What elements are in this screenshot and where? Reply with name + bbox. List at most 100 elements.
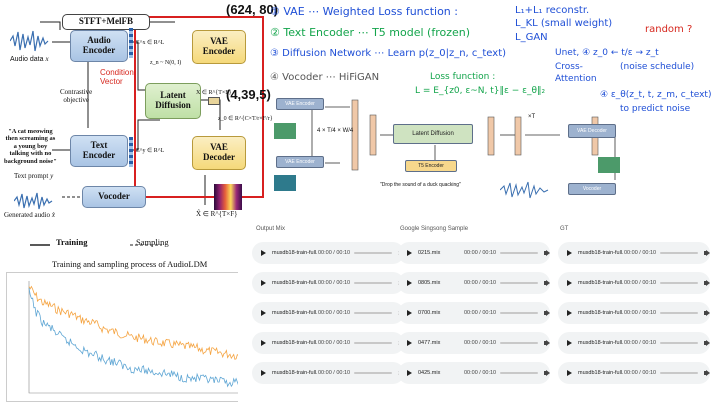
t5-encoder-box: T5 Encoder (405, 160, 457, 172)
track-time: 00:00 / 00:10 (318, 280, 351, 286)
note-loss-label: Loss function : (430, 72, 496, 82)
volume-icon[interactable] (704, 280, 710, 286)
zn-label: z_n ~ N(0, I) (150, 60, 182, 66)
seek-bar[interactable] (500, 282, 538, 284)
note-loss-eq: L = E_{z0, ε~N, t}‖ε − ε_θ‖₂ (415, 86, 546, 96)
audio-player[interactable]: musdb18-train-full...00:00 / 00:10 (558, 302, 710, 324)
volume-icon[interactable] (704, 310, 710, 316)
loss-chart-panel (6, 272, 246, 402)
track-name: musdb18-train-full... (578, 340, 624, 346)
seek-bar[interactable] (354, 342, 392, 344)
audio-player[interactable]: musdb18-train-full...00:00 / 00:10 (558, 362, 710, 384)
seek-bar[interactable] (354, 312, 392, 314)
audio-encoder-box: Audio Encoder (70, 30, 128, 62)
track-name: 0700.mix (418, 310, 441, 316)
note-cross: Cross- (555, 62, 583, 72)
volume-icon[interactable] (544, 310, 550, 316)
vocoder-pipeline-box: Vocoder (568, 183, 616, 195)
play-icon[interactable] (567, 340, 572, 346)
volume-icon[interactable] (544, 370, 550, 376)
volume-icon[interactable] (704, 370, 710, 376)
audio-player[interactable]: musdb18-train-full...00:00 / 00:10 (558, 242, 710, 264)
play-icon[interactable] (261, 340, 266, 346)
seek-bar[interactable] (660, 312, 698, 314)
seek-bar[interactable] (354, 252, 392, 254)
pipeline-output-waveform-icon (500, 181, 549, 199)
track-time: 00:00 / 00:10 (318, 370, 351, 376)
play-icon[interactable] (567, 310, 572, 316)
track-time: 00:00 / 00:10 (624, 280, 657, 286)
audio-player[interactable]: musdb18-train-full...00:00 / 00:10 (252, 332, 404, 354)
loss-chart (28, 281, 241, 394)
track-time: 00:00 / 00:10 (318, 250, 351, 256)
vae-encoder-box: VAE Encoder (192, 30, 246, 64)
note-unet: Unet, ④ z_0 ← t/ε → z_t (555, 48, 659, 58)
track-time: 00:00 / 00:10 (624, 370, 657, 376)
legend-training: Training (56, 237, 88, 247)
volume-icon[interactable] (704, 250, 710, 256)
seek-bar[interactable] (660, 282, 698, 284)
audio-waveform-icon (10, 30, 49, 52)
seek-bar[interactable] (354, 372, 392, 374)
note-diffusion: ③ Diffusion Network ⋯ Learn p(z_0|z_n, c… (270, 48, 507, 59)
audio-player[interactable]: musdb18-train-full...00:00 / 00:10 (252, 242, 404, 264)
note-attention: Attention (555, 74, 597, 84)
audio-player[interactable]: musdb18-train-full...00:00 / 00:10 (558, 332, 710, 354)
vae-decoder-box: VAE Decoder (192, 136, 246, 170)
play-icon[interactable] (567, 280, 572, 286)
latent-z0-block (208, 97, 220, 105)
shape-624-80: (624, 80) (226, 2, 279, 17)
note-random: random ? (645, 24, 693, 35)
seek-bar[interactable] (660, 372, 698, 374)
play-icon[interactable] (567, 250, 572, 256)
play-icon[interactable] (261, 280, 266, 286)
volume-icon[interactable] (544, 250, 550, 256)
pipeline-xT: ×T (528, 114, 536, 120)
audio-player[interactable]: musdb18-train-full...00:00 / 00:10 (252, 272, 404, 294)
volume-icon[interactable] (544, 280, 550, 286)
audio-player[interactable]: musdb18-train-full...00:00 / 00:10 (558, 272, 710, 294)
track-name: musdb18-train-full... (578, 250, 624, 256)
audio-player[interactable]: musdb18-train-full...00:00 / 00:10 (252, 302, 404, 324)
play-icon[interactable] (407, 280, 412, 286)
play-icon[interactable] (407, 340, 412, 346)
text-prompt-label: Text prompt y (14, 172, 54, 180)
audio-data-label: Audio data x (10, 55, 49, 63)
track-name: musdb18-train-full... (272, 280, 318, 286)
note-predict-noise: to predict noise (620, 104, 691, 114)
x-input-label: X ∈ R^{T×F} (196, 90, 232, 96)
play-icon[interactable] (261, 250, 266, 256)
seek-bar[interactable] (500, 312, 538, 314)
seek-bar[interactable] (660, 252, 698, 254)
play-icon[interactable] (261, 370, 266, 376)
volume-icon[interactable] (704, 340, 710, 346)
latent-diffusion-pipeline-box: Latent Diffusion (393, 124, 473, 144)
figure-caption: Training and sampling process of AudioLD… (52, 259, 208, 269)
play-icon[interactable] (407, 250, 412, 256)
track-name: musdb18-train-full... (578, 280, 624, 286)
play-icon[interactable] (567, 370, 572, 376)
audio-player[interactable]: musdb18-train-full...00:00 / 00:10 (252, 362, 404, 384)
seek-bar[interactable] (500, 252, 538, 254)
play-icon[interactable] (261, 310, 266, 316)
generated-audio-label: Generated audio x̂ (4, 211, 55, 219)
seek-bar[interactable] (500, 342, 538, 344)
track-name: musdb18-train-full... (272, 370, 318, 376)
contrastive-label: Contrastive objective (60, 88, 93, 104)
track-time: 00:00 / 00:10 (464, 370, 497, 376)
track-name: musdb18-train-full... (272, 250, 318, 256)
play-icon[interactable] (407, 370, 412, 376)
seek-bar[interactable] (354, 282, 392, 284)
seek-bar[interactable] (500, 372, 538, 374)
volume-icon[interactable] (544, 340, 550, 346)
seek-bar[interactable] (660, 342, 698, 344)
play-icon[interactable] (407, 310, 412, 316)
column-header-gt: GT (560, 226, 569, 232)
pipeline-connectors (274, 99, 620, 191)
vae-decoder-pipeline-box: VAE Decoder (568, 124, 616, 138)
